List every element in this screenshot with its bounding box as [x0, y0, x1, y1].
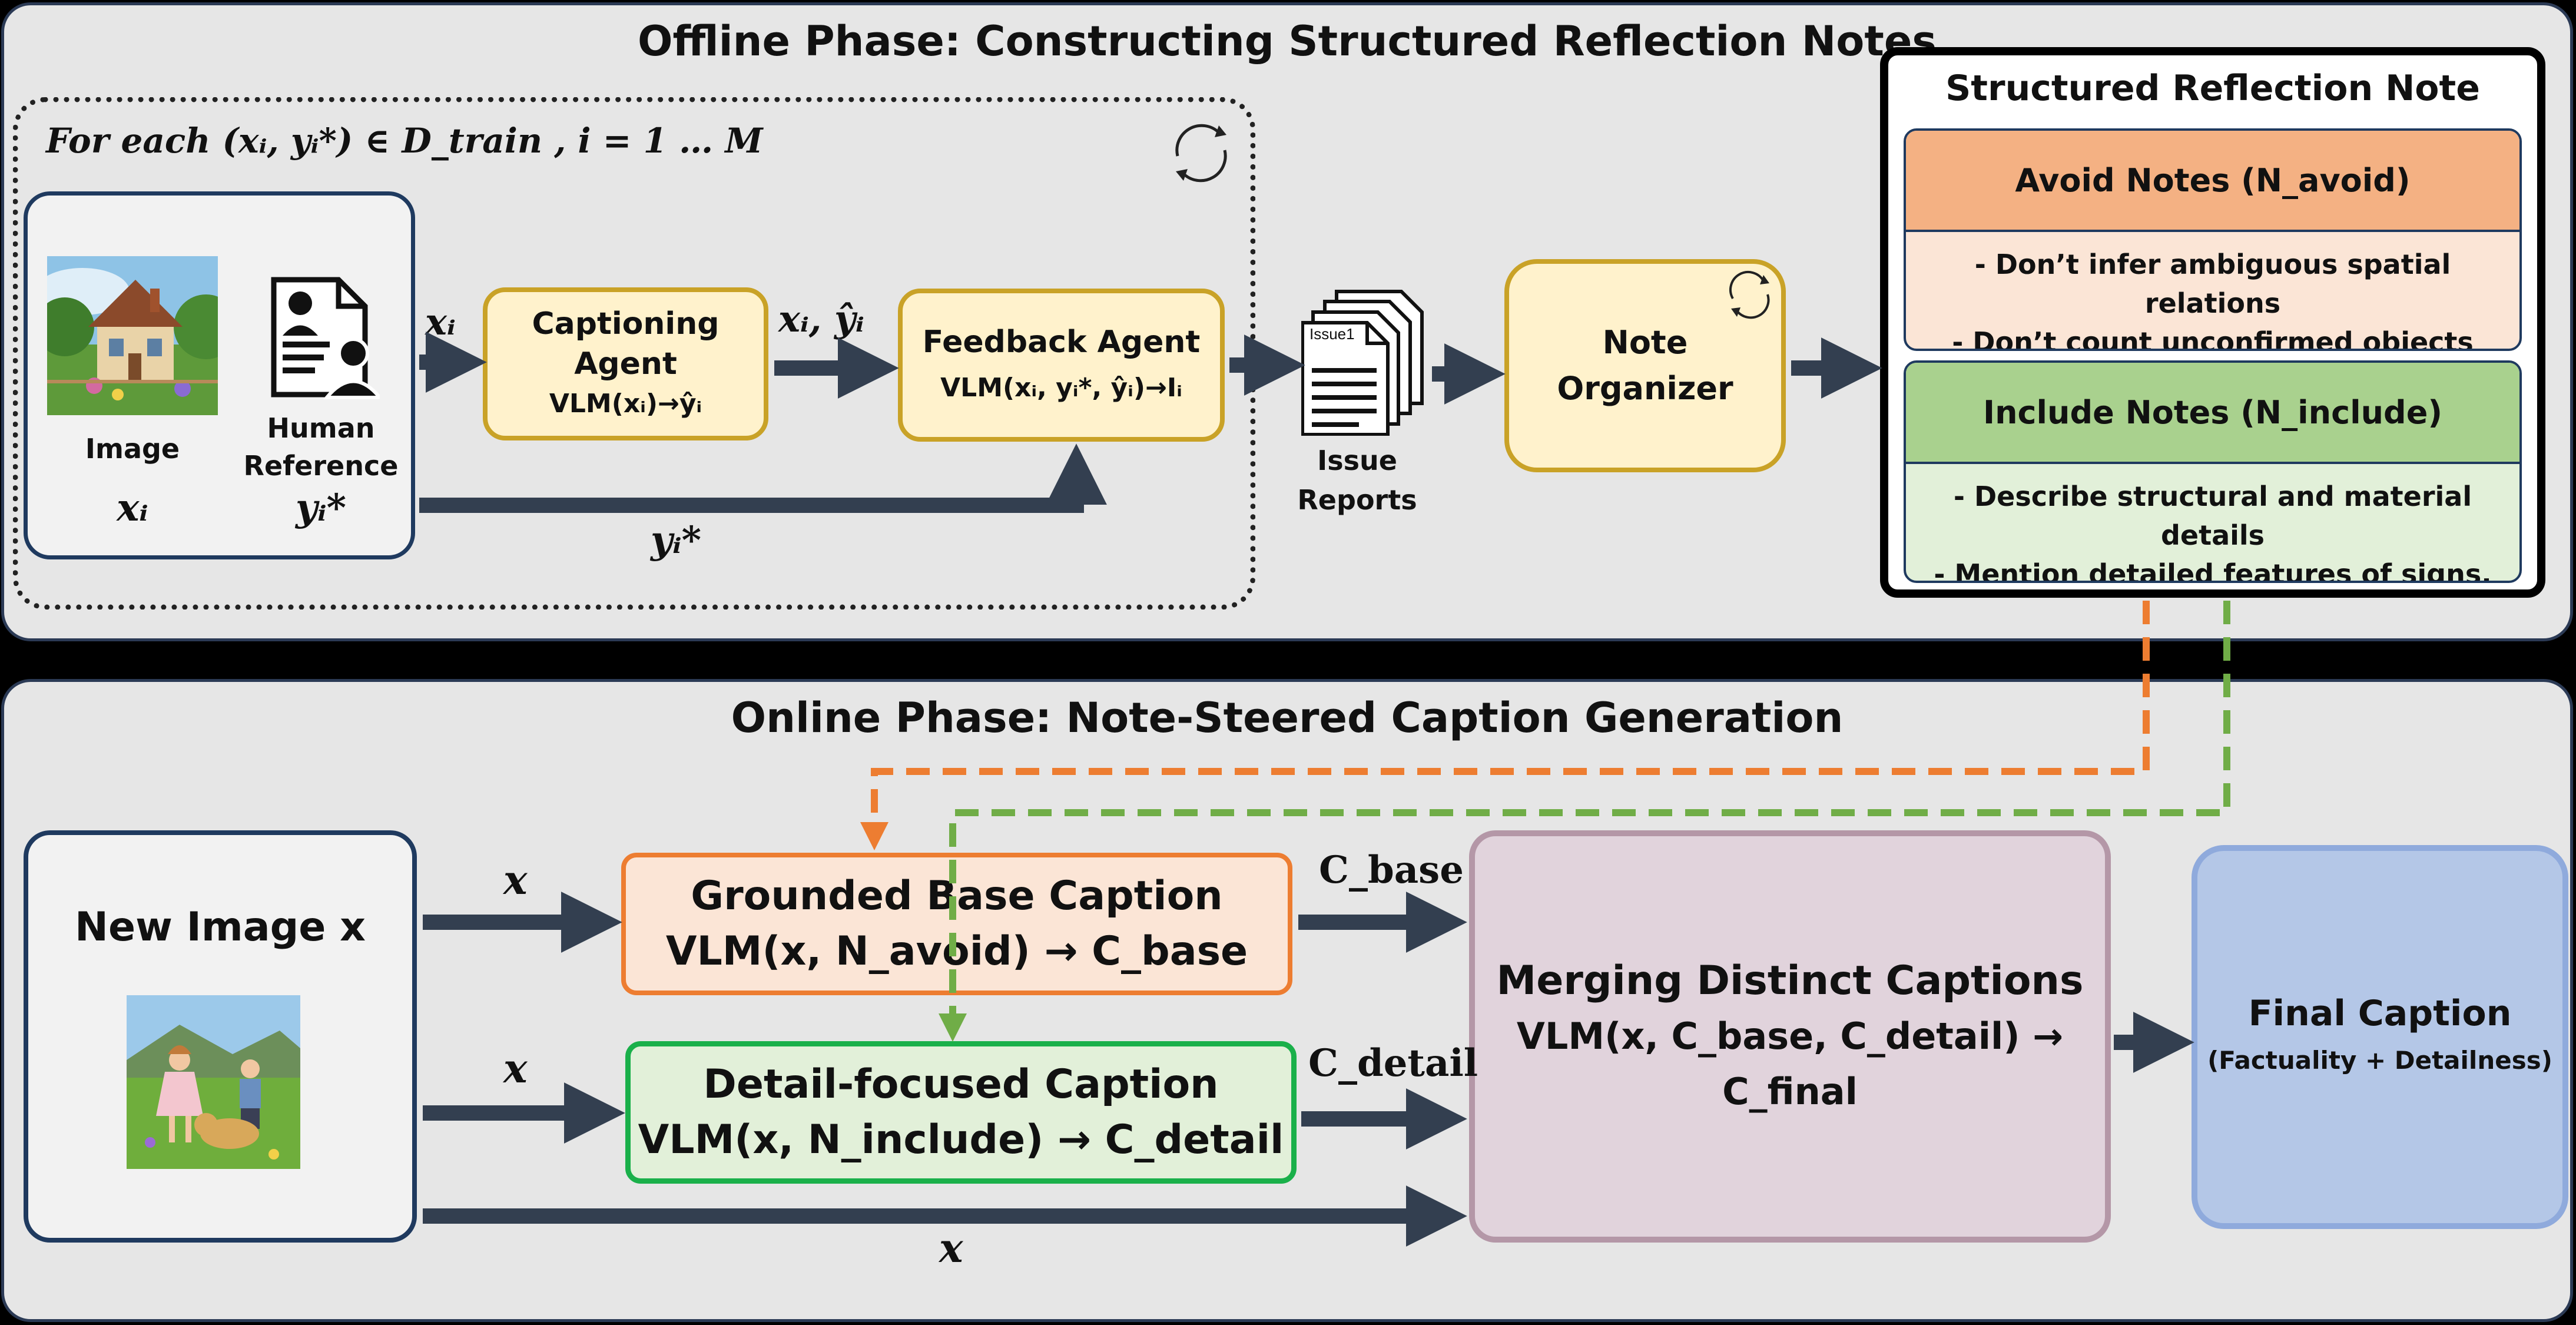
- avoid-notes-header-text: Avoid Notes (N_avoid): [2015, 161, 2411, 199]
- grounded-base-caption-box: Grounded Base Caption VLM(x, N_avoid) → …: [621, 853, 1292, 995]
- include-item: - Describe structural and material detai…: [1953, 481, 2472, 551]
- captioning-agent-line1: Captioning: [532, 306, 720, 342]
- arrow-label-x-merge: x: [939, 1225, 963, 1272]
- avoid-item: - Don’t infer ambiguous spatial relation…: [1974, 249, 2451, 319]
- arrow-y-to-feedback: [419, 443, 1107, 513]
- feedback-agent-line1: Feedback Agent: [922, 324, 1201, 360]
- new-image-thumbnail: [127, 995, 300, 1169]
- detail-caption-box: Detail-focused Caption VLM(x, N_include)…: [625, 1041, 1297, 1184]
- merging-captions-box: Merging Distinct Captions VLM(x, C_base,…: [1469, 830, 2111, 1243]
- image-variable: xᵢ: [117, 486, 148, 530]
- avoid-item: - Don’t count unconfirmed objects: [1952, 326, 2474, 351]
- organizer-cycle-icon: [1722, 268, 1778, 324]
- note-organizer-box: Note Organizer: [1504, 259, 1786, 472]
- final-line2: (Factuality + Detailness): [2207, 1046, 2552, 1075]
- human-reference-label-2: Reference: [243, 450, 399, 482]
- final-caption-box: Final Caption (Factuality + Detailness): [2192, 845, 2568, 1229]
- note-organizer-line2: Organizer: [1557, 370, 1733, 407]
- final-line1: Final Caption: [2248, 993, 2512, 1034]
- avoid-notes-card: Avoid Notes (N_avoid) - Don’t infer ambi…: [1904, 128, 2522, 351]
- feedback-agent-formula: VLM(xᵢ, yᵢ*, ŷᵢ)→Iᵢ: [940, 373, 1182, 403]
- arrow-label-x-base: x: [503, 857, 528, 904]
- include-notes-header-text: Include Notes (N_include): [1983, 393, 2442, 431]
- loop-cycle-icon: [1163, 115, 1239, 191]
- new-image-label: New Image x: [75, 904, 366, 950]
- captioning-agent-line2: Agent: [574, 346, 677, 382]
- detail-line1: Detail-focused Caption: [703, 1061, 1219, 1108]
- training-image-thumbnail: [47, 256, 218, 415]
- offline-phase-title: Offline Phase: Constructing Structured R…: [638, 17, 1937, 65]
- include-notes-header: Include Notes (N_include): [1906, 363, 2519, 464]
- feedback-agent-box: Feedback Agent VLM(xᵢ, yᵢ*, ŷᵢ)→Iᵢ: [898, 289, 1225, 442]
- grounded-formula: VLM(x, N_avoid) → C_base: [665, 928, 1248, 975]
- issue-doc-label: Issue1: [1309, 325, 1355, 343]
- include-notes-dashed-connector: [939, 601, 2230, 1042]
- avoid-notes-dashed-connector: [860, 601, 2150, 850]
- online-phase-title: Online Phase: Note-Steered Caption Gener…: [731, 694, 1844, 742]
- note-organizer-line1: Note: [1602, 324, 1688, 361]
- avoid-notes-header: Avoid Notes (N_avoid): [1906, 131, 2519, 232]
- reflection-note-title: Structured Reflection Note: [1945, 68, 2480, 109]
- merging-line1: Merging Distinct Captions: [1496, 958, 2084, 1004]
- grounded-line1: Grounded Base Caption: [691, 873, 1223, 919]
- captioning-agent-box: Captioning Agent VLM(xᵢ)→ŷᵢ: [483, 287, 768, 440]
- issue-reports-label-1: Issue: [1317, 445, 1397, 476]
- c-detail-label: C_detail: [1308, 1041, 1478, 1085]
- human-reference-variable: yᵢ*: [296, 486, 346, 530]
- arrow-label-x-detail: x: [503, 1045, 528, 1092]
- include-notes-card: Include Notes (N_include) - Describe str…: [1904, 360, 2522, 583]
- c-base-label: C_base: [1319, 848, 1464, 892]
- merging-formula: VLM(x, C_base, C_detail) → C_final: [1516, 1015, 2064, 1113]
- include-item: - Mention detailed features of signs, te…: [1934, 558, 2492, 583]
- arrow-label-y-star: yᵢ*: [651, 518, 701, 562]
- loop-label: For each (xᵢ, yᵢ*) ∈ D_train , i = 1 … M: [46, 121, 763, 161]
- issue-reports-icon: Issue1: [1301, 289, 1428, 436]
- human-reference-label-1: Human: [267, 412, 375, 444]
- image-label: Image: [85, 433, 180, 465]
- issue-reports-label-2: Reports: [1297, 484, 1417, 516]
- human-reference-icon: [268, 277, 380, 400]
- arrow-label-x-yhat: xᵢ, ŷᵢ: [778, 297, 864, 340]
- detail-formula: VLM(x, N_include) → C_detail: [638, 1117, 1284, 1163]
- captioning-agent-formula: VLM(xᵢ)→ŷᵢ: [549, 389, 702, 419]
